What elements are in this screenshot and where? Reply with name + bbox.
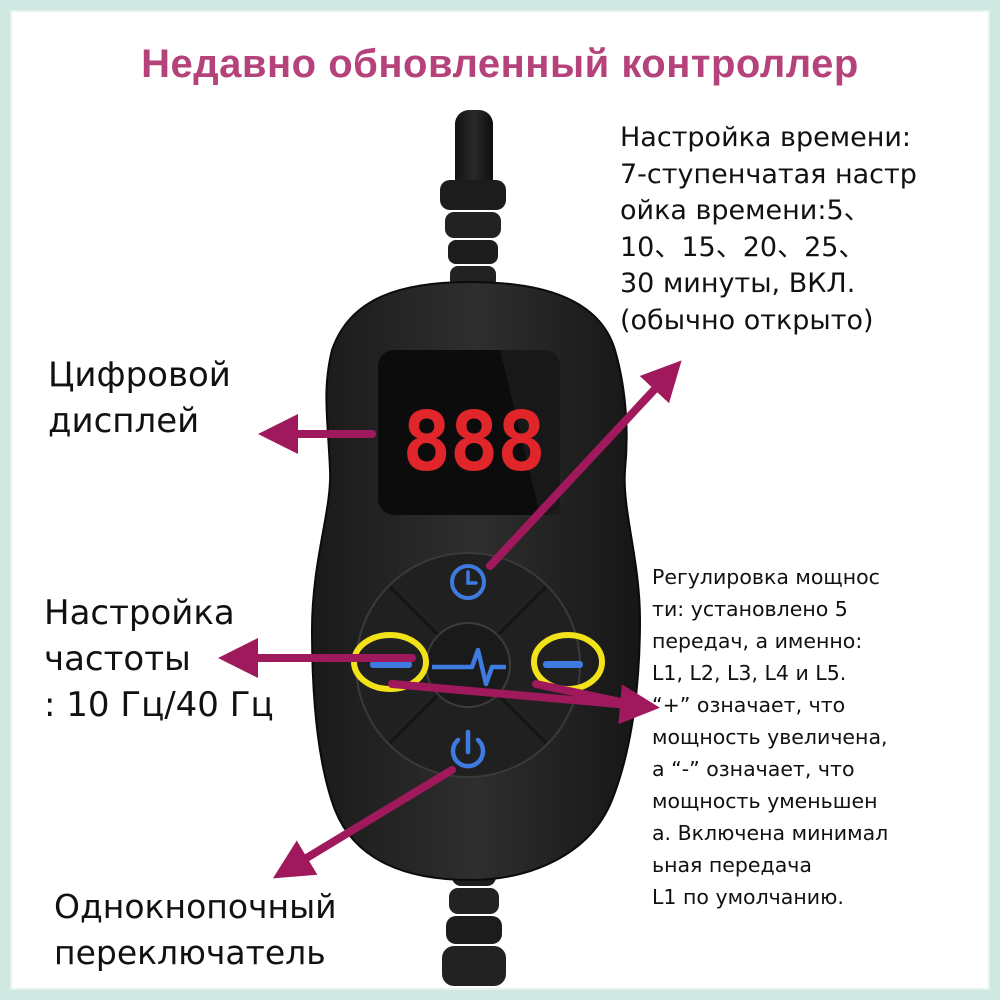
clock-icon [450, 564, 486, 600]
timer-button[interactable] [434, 548, 502, 616]
arrow-plus-power [532, 680, 644, 710]
display-digits: 888 [402, 395, 544, 490]
digital-display-readout: 888 [402, 395, 546, 490]
power-switch-button[interactable] [434, 716, 502, 784]
power-decrease-button[interactable] [358, 640, 422, 690]
minus-icon [370, 661, 412, 668]
single-button-switch-label: Однокнопочный переключатель [54, 887, 337, 972]
arrow-power-switch [272, 766, 456, 879]
power-adjustment-label: Регулировка мощнос ти: установлено 5 пер… [652, 565, 889, 909]
callout-arrows [218, 360, 682, 879]
power-icon [450, 729, 486, 769]
page-title: Недавно обновленный контроллер [141, 42, 859, 86]
frequency-setting-label: Настройка частоты : 10 Гц/40 Гц [44, 593, 274, 725]
pulse-icon [432, 647, 506, 687]
top-cable [440, 110, 506, 288]
arrow-minus-power [388, 680, 660, 725]
arrow-timer [486, 360, 682, 570]
frequency-button[interactable] [428, 625, 508, 705]
digital-display-label: Цифровой дисплей [48, 355, 231, 441]
power-increase-button[interactable] [530, 640, 602, 690]
time-setting-label: Настройка времени: 7-ступенчатая настр о… [620, 122, 917, 336]
plus-icon [543, 661, 583, 668]
